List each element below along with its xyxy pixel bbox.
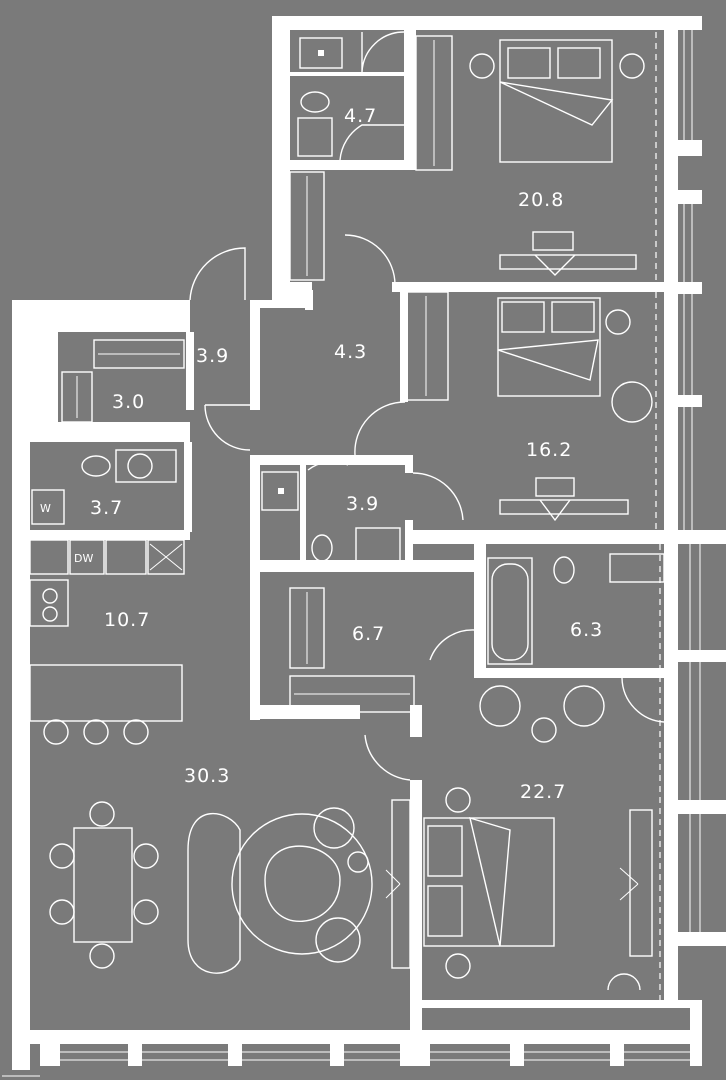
- room-area-laundry: 3.7: [90, 497, 123, 519]
- room-area-bedroom-1: 20.8: [518, 189, 564, 211]
- room-area-storage: 3.0: [112, 391, 145, 413]
- room-area-bedroom-2: 16.2: [526, 439, 572, 461]
- balcony-lines: [655, 32, 661, 1000]
- furniture: W DW: [29, 35, 665, 991]
- room-area-kitchen: 10.7: [104, 609, 150, 631]
- room-area-dressing: 6.7: [352, 623, 385, 645]
- room-area-hall: 4.3: [334, 341, 367, 363]
- walls: [12, 16, 726, 1070]
- room-labels: 20.8 4.7 3.9 4.3 3.0 3.7 16.2 3.9 10.7 6…: [90, 105, 603, 803]
- room-area-bedroom-3: 22.7: [520, 781, 566, 803]
- room-area-closet-top: 3.9: [196, 345, 229, 367]
- dishwasher-label: DW: [74, 552, 93, 565]
- washer-label: W: [40, 502, 51, 515]
- doors: [189, 31, 665, 781]
- room-area-living: 30.3: [184, 765, 230, 787]
- room-area-bathroom-3: 6.3: [570, 619, 603, 641]
- room-area-bathroom-1: 4.7: [344, 105, 377, 127]
- windows: [2, 30, 701, 1077]
- room-area-bathroom-2: 3.9: [346, 493, 379, 515]
- wardrobe-top: [61, 35, 453, 713]
